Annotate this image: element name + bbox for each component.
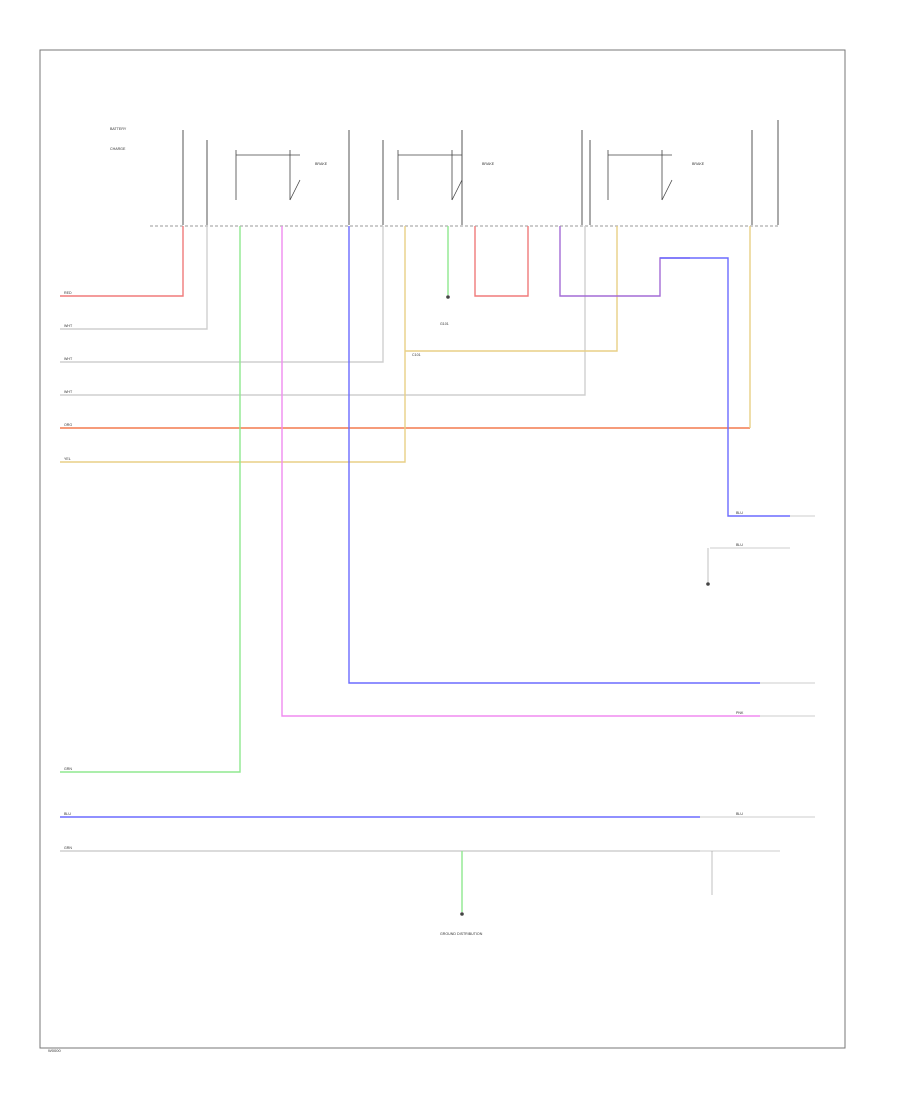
wire-yel-branch (405, 226, 618, 352)
connector-4-label: BLU (736, 812, 743, 816)
footer-code: W0000 (48, 1048, 61, 1053)
top-label-2: CHARGE (110, 147, 126, 151)
ground-point-1 (446, 295, 450, 299)
wire-wht-1-label: WHT (64, 324, 73, 328)
connector-1-label: BLU (736, 511, 743, 515)
wire-wht-3 (60, 226, 586, 396)
diagram-frame (39, 49, 846, 1049)
wire-purple (559, 226, 690, 297)
wire-grn-label: GRN (64, 767, 72, 771)
ground-label: G101 (440, 322, 449, 326)
top-left-component-label: BATTERY CHARGE (110, 127, 127, 151)
switch-3-label: BRAKE (692, 162, 705, 166)
wire-red-jumper (474, 226, 529, 297)
wire-yel (60, 226, 406, 463)
wire-wht-2-label: WHT (64, 357, 73, 361)
switch-1-label: BRAKE (315, 162, 328, 166)
wire-red-label: RED (64, 291, 72, 295)
connector-2-label: BLU (736, 543, 743, 547)
right-connector-1: BLU BLU (706, 511, 815, 586)
switch-2-label: BRAKE (482, 162, 495, 166)
wire-orange-label: ORG (64, 423, 72, 427)
splice-label: C101 (412, 353, 421, 357)
ground-point-2 (460, 912, 464, 916)
wire-wht-3-label: WHT (64, 390, 73, 394)
wire-wht-1 (60, 226, 208, 330)
switch-module-1: BRAKE (182, 130, 350, 225)
wire-yel-label: YEL (64, 457, 71, 461)
right-connector-2: PNK (736, 682, 815, 717)
top-label-1: BATTERY (110, 127, 127, 131)
switch-module-3: BRAKE (589, 120, 779, 225)
right-connector-3: BLU (700, 812, 815, 895)
ground-distribution-label: GROUND DISTRIBUTION (440, 932, 483, 936)
wire-blue-1 (348, 226, 760, 684)
wire-grn-bottom-label: GRN (64, 846, 72, 850)
wire-wht-2 (60, 226, 384, 363)
wire-pink (281, 226, 760, 717)
wire-blue-3-label: BLU (64, 812, 71, 816)
wire-blue-2 (660, 257, 790, 517)
switch-module-2: BRAKE (382, 130, 583, 225)
wire-red (60, 226, 184, 297)
wire-grn (60, 226, 241, 773)
connector-3-label: PNK (736, 711, 744, 715)
